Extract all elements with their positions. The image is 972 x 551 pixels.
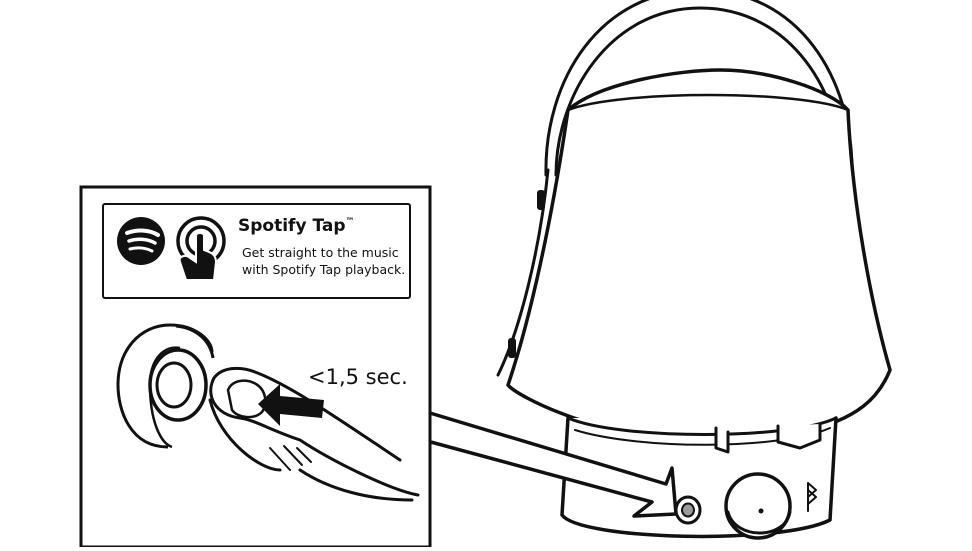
press-arrow-icon [258,384,324,426]
inset-panel: Spotify Tap™ Get straight to the music w… [79,185,432,549]
spotify-tap-button[interactable] [674,495,702,525]
trademark-symbol: ™ [346,217,355,227]
press-duration-label: <1,5 sec. [308,365,408,389]
pointer-arrow-icon [414,411,678,518]
svg-text:Spotify Tap™: Spotify Tap™ [238,216,355,236]
lamp-shade [506,68,892,439]
spotify-tap-title: Spotify Tap [238,216,346,236]
shade-clip-left [714,426,730,454]
speaker-lamp [496,0,892,540]
bluetooth-icon [807,482,817,512]
closeup-tap-button [116,323,215,449]
tap-finger-icon [176,216,226,281]
shade-clip-right [776,422,822,450]
handle-pivot [537,190,545,210]
volume-knob[interactable] [724,472,792,540]
spotify-tap-label: Spotify Tap™ Get straight to the music w… [102,203,411,299]
spotify-logo-icon [117,217,165,265]
spotify-tap-line-2: with Spotify Tap playback. [242,262,405,277]
handle-pivot-lower [508,338,516,358]
spotify-tap-line-1: Get straight to the music [242,245,399,260]
